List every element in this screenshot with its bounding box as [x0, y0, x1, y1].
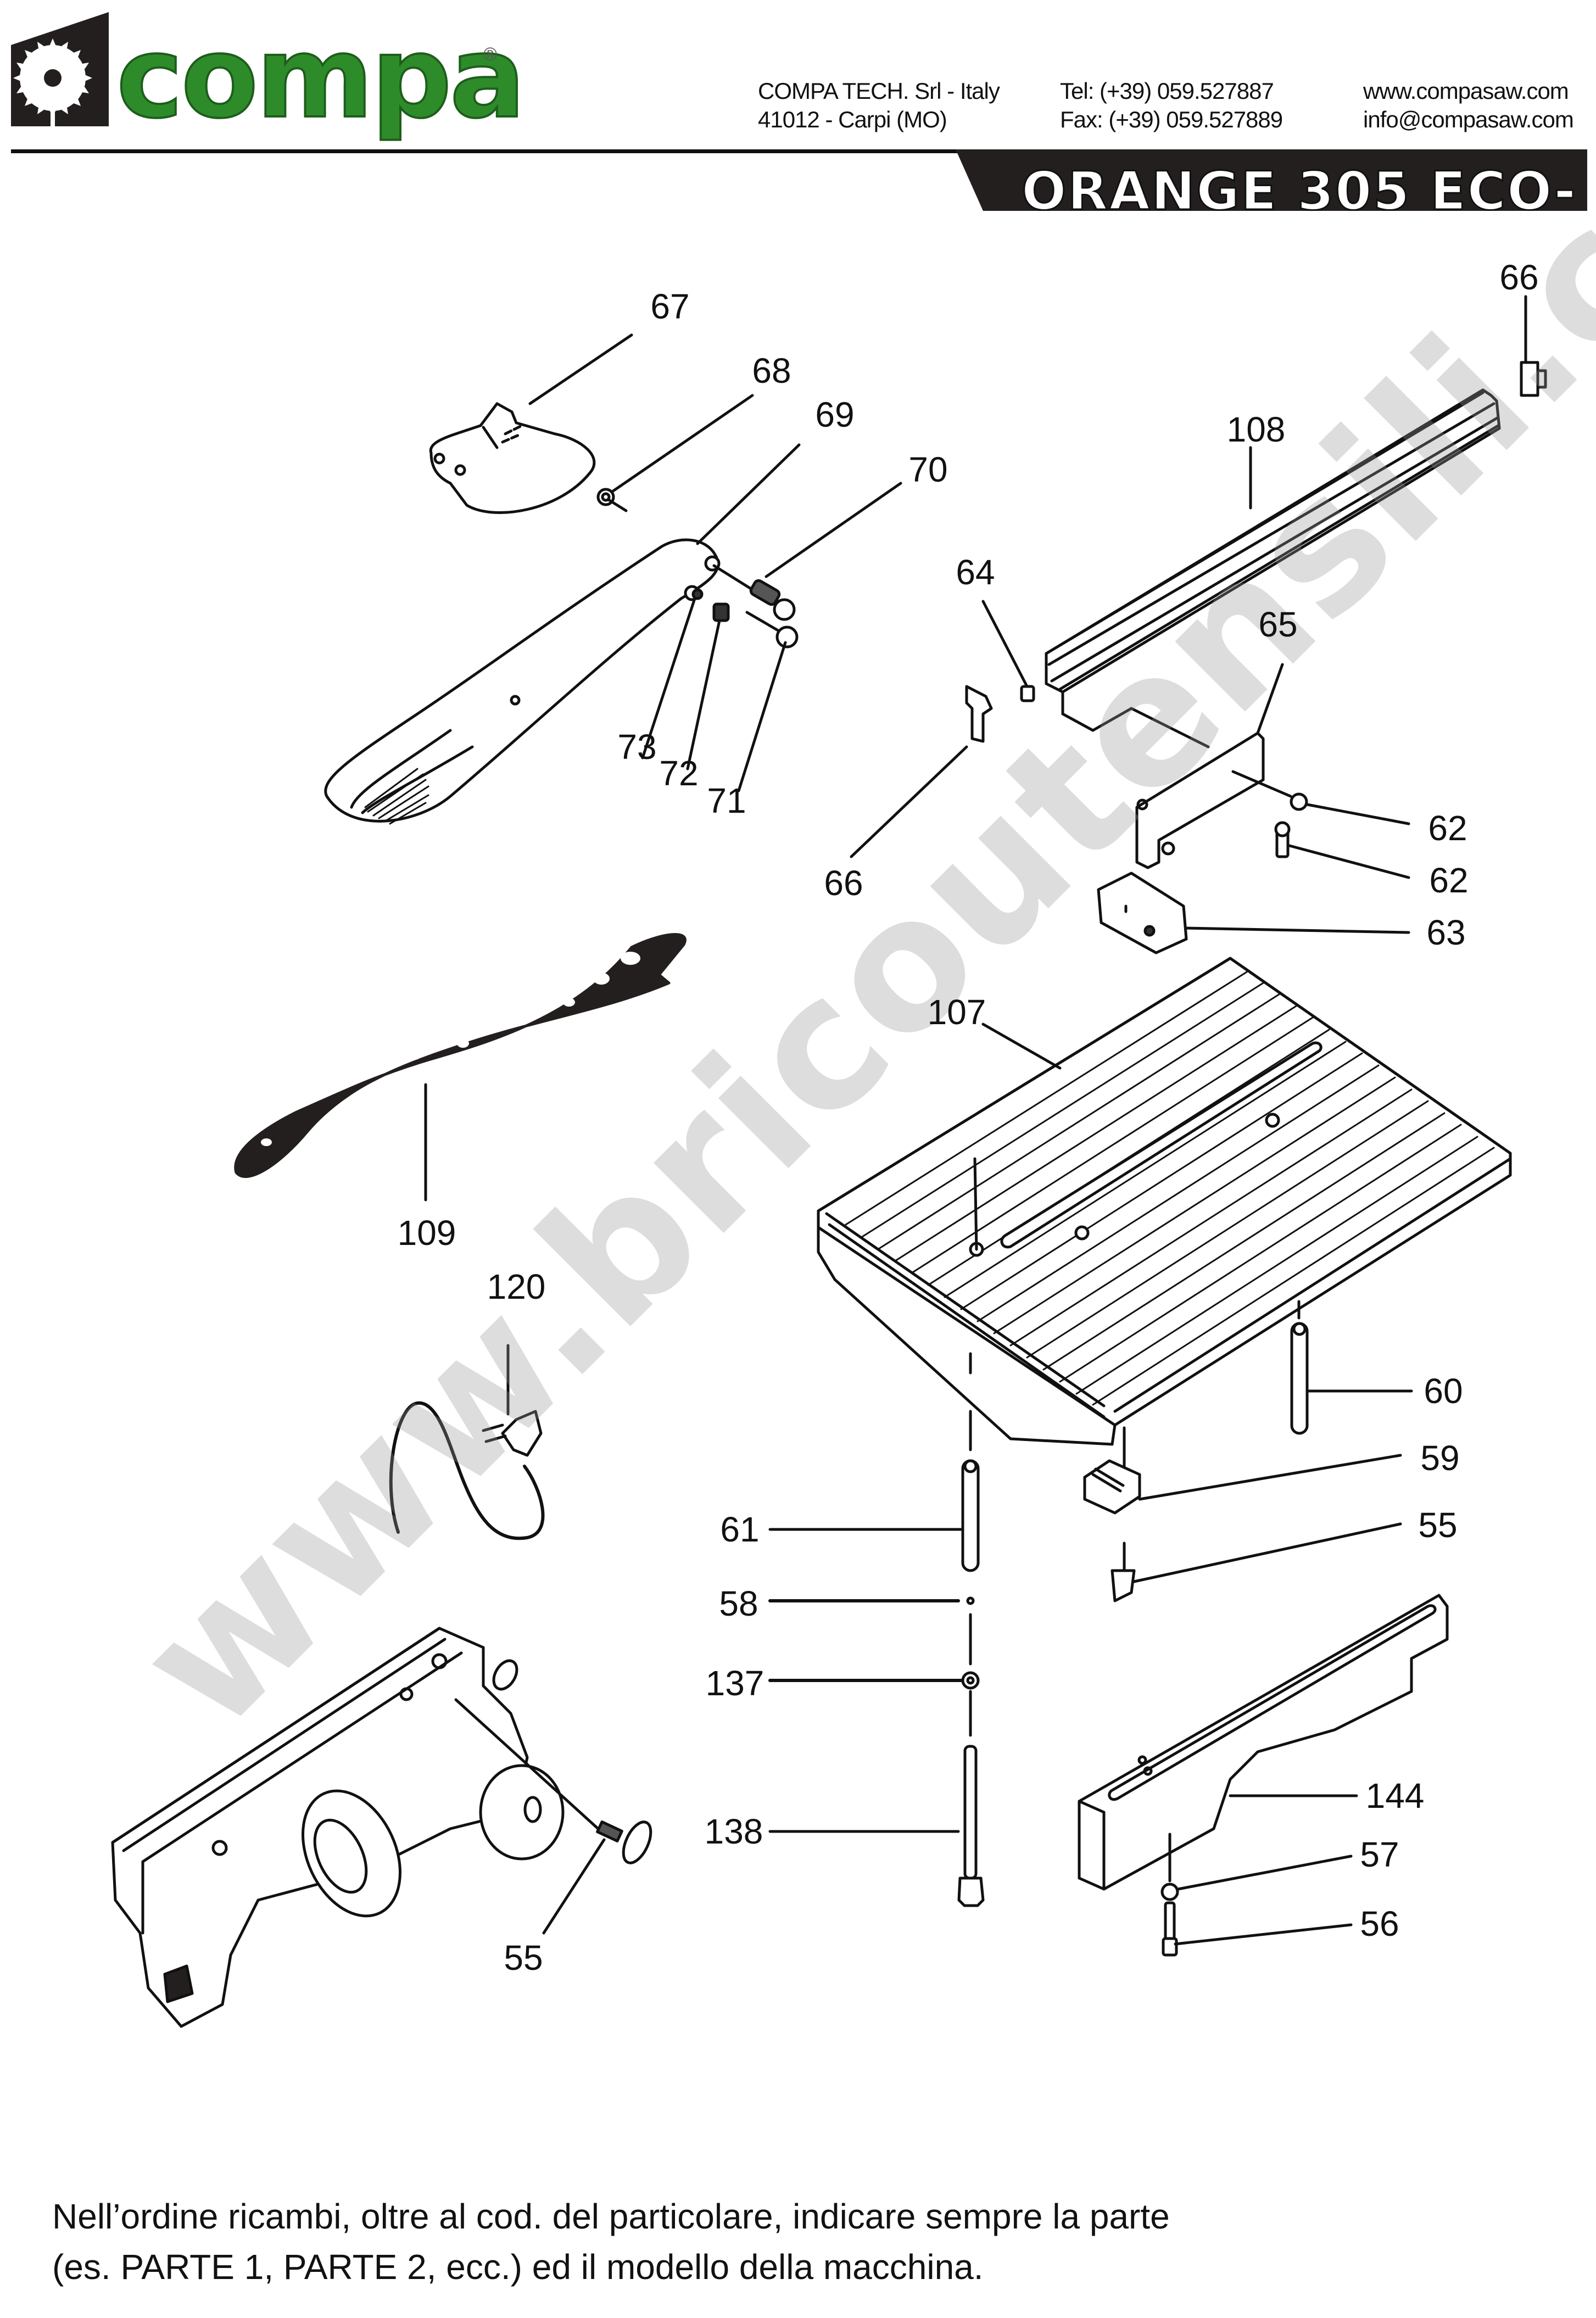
callout-61[interactable]: 61 [720, 1510, 760, 1549]
part-63-fence-block[interactable] [1097, 872, 1410, 954]
part-120-power-cord[interactable] [389, 1344, 545, 1540]
part-55-knob-base[interactable] [454, 1698, 656, 1935]
part-57-washer[interactable] [1160, 1833, 1353, 1901]
email-link[interactable]: info@compasaw.com [1363, 107, 1574, 132]
part-71-bolt[interactable] [737, 611, 799, 792]
callout-144[interactable]: 144 [1365, 1776, 1425, 1816]
callout-73[interactable]: 73 [617, 727, 657, 767]
part-58-ball[interactable] [768, 1596, 975, 1666]
part-62-screw-b[interactable] [1274, 821, 1410, 879]
callout-55-table[interactable]: 55 [1418, 1505, 1458, 1545]
exploded-parts-drawing [111, 295, 1547, 2028]
part-73-washer[interactable] [641, 588, 704, 759]
part-138-threaded-rod[interactable] [768, 1745, 985, 1907]
part-55-knob-table[interactable] [1110, 1522, 1402, 1602]
callout-66-top[interactable]: 66 [1499, 258, 1539, 297]
callout-62-lower[interactable]: 62 [1429, 861, 1469, 900]
callout-63[interactable]: 63 [1426, 913, 1466, 952]
part-109-strap[interactable] [234, 933, 687, 1202]
callout-71[interactable]: 71 [707, 781, 746, 820]
brand-logo-wordmark: compa [115, 13, 527, 143]
ordering-instructions-line-1: Nell’ordine ricambi, oltre al cod. del p… [52, 2197, 1170, 2236]
callout-57[interactable]: 57 [1360, 1835, 1399, 1874]
model-name: ORANGE 305 ECO-3 [1022, 165, 1577, 211]
part-56-screw[interactable] [1162, 1901, 1353, 1957]
part-66-end-clip-top[interactable] [1520, 295, 1547, 397]
company-name: COMPA TECH. Srl - Italy [758, 78, 1000, 104]
callout-69[interactable]: 69 [815, 395, 855, 434]
part-137-washer[interactable] [768, 1671, 980, 1737]
part-60-pin[interactable] [1290, 1322, 1413, 1435]
model-banner-shape [956, 149, 1587, 211]
callout-70[interactable]: 70 [908, 450, 948, 489]
phone-block: Tel: (+39) 059.527887 Fax: (+39) 059.527… [1060, 77, 1283, 134]
callout-67[interactable]: 67 [650, 287, 690, 326]
ordering-instructions-line-2: (es. PARTE 1, PARTE 2, ecc.) ed il model… [52, 2247, 984, 2287]
company-address-block: COMPA TECH. Srl - Italy 41012 - Carpi (M… [758, 77, 1000, 134]
callout-109[interactable]: 109 [397, 1213, 456, 1253]
callout-120[interactable]: 120 [487, 1267, 546, 1306]
callout-56[interactable]: 56 [1360, 1904, 1399, 1943]
part-70-screw[interactable] [712, 482, 902, 621]
part-108-rip-fence[interactable] [1045, 388, 1501, 749]
web-block: www.compasaw.com info@compasaw.com [1363, 77, 1574, 134]
callout-58[interactable]: 58 [719, 1584, 758, 1623]
callout-62-upper[interactable]: 62 [1428, 808, 1467, 848]
part-68-nut[interactable] [596, 394, 754, 512]
part-72-spring[interactable] [686, 602, 730, 770]
part-59-block[interactable] [1083, 1454, 1402, 1515]
part-69-guard-arm[interactable] [324, 443, 801, 825]
part-66-end-clip-left[interactable] [850, 685, 993, 858]
ordering-instructions: Nell’ordine ricambi, oltre al cod. del p… [52, 2191, 1535, 2292]
part-67-guard-cover[interactable] [429, 333, 633, 514]
callout-137[interactable]: 137 [705, 1663, 764, 1703]
compa-saw-blade-logo-icon [11, 12, 109, 126]
callout-55-base[interactable]: 55 [504, 1938, 543, 1978]
callout-108[interactable]: 108 [1226, 410, 1286, 449]
callout-59[interactable]: 59 [1420, 1438, 1460, 1478]
part-144-miter-guide[interactable] [1078, 1594, 1449, 1891]
part-64-clip[interactable] [981, 600, 1035, 702]
callout-64[interactable]: 64 [956, 552, 995, 592]
callout-72[interactable]: 72 [659, 753, 699, 793]
part-65-fence-bracket[interactable] [1135, 663, 1284, 869]
telephone-number: Tel: (+39) 059.527887 [1060, 78, 1274, 104]
callout-65[interactable]: 65 [1258, 605, 1298, 644]
callout-60[interactable]: 60 [1424, 1371, 1463, 1411]
website-link[interactable]: www.compasaw.com [1363, 78, 1569, 104]
callout-107[interactable]: 107 [927, 992, 986, 1032]
part-107-saw-table[interactable] [817, 957, 1512, 1473]
callout-66-left[interactable]: 66 [824, 863, 863, 903]
part-61-pin[interactable] [768, 1459, 980, 1572]
header-divider [11, 149, 1587, 153]
part-base-housing[interactable] [111, 1627, 565, 2028]
part-62-screw-a[interactable] [1231, 770, 1410, 825]
callout-138[interactable]: 138 [704, 1812, 763, 1851]
registered-mark: ® [483, 44, 498, 65]
callout-68[interactable]: 68 [752, 351, 791, 390]
company-address: 41012 - Carpi (MO) [758, 107, 947, 132]
fax-number: Fax: (+39) 059.527889 [1060, 107, 1283, 132]
